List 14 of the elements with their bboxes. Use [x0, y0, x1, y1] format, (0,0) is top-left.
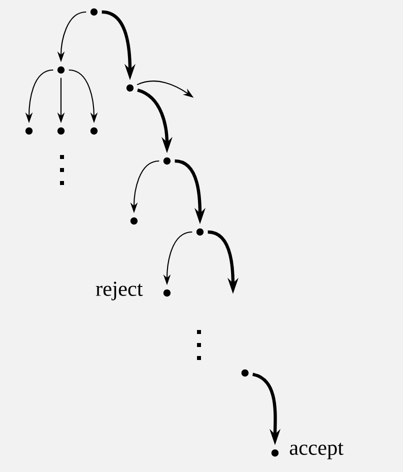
dot [90, 127, 98, 135]
dot [57, 66, 65, 74]
dot [196, 228, 204, 236]
dot [90, 8, 98, 16]
dot [163, 289, 171, 297]
dot [126, 84, 134, 92]
dot [130, 217, 138, 225]
dot [25, 127, 33, 135]
dot [163, 157, 171, 165]
dot [57, 127, 65, 135]
dot [241, 369, 249, 377]
node-label: accept [290, 442, 344, 460]
dot [271, 449, 279, 457]
node-label: reject [96, 282, 143, 300]
